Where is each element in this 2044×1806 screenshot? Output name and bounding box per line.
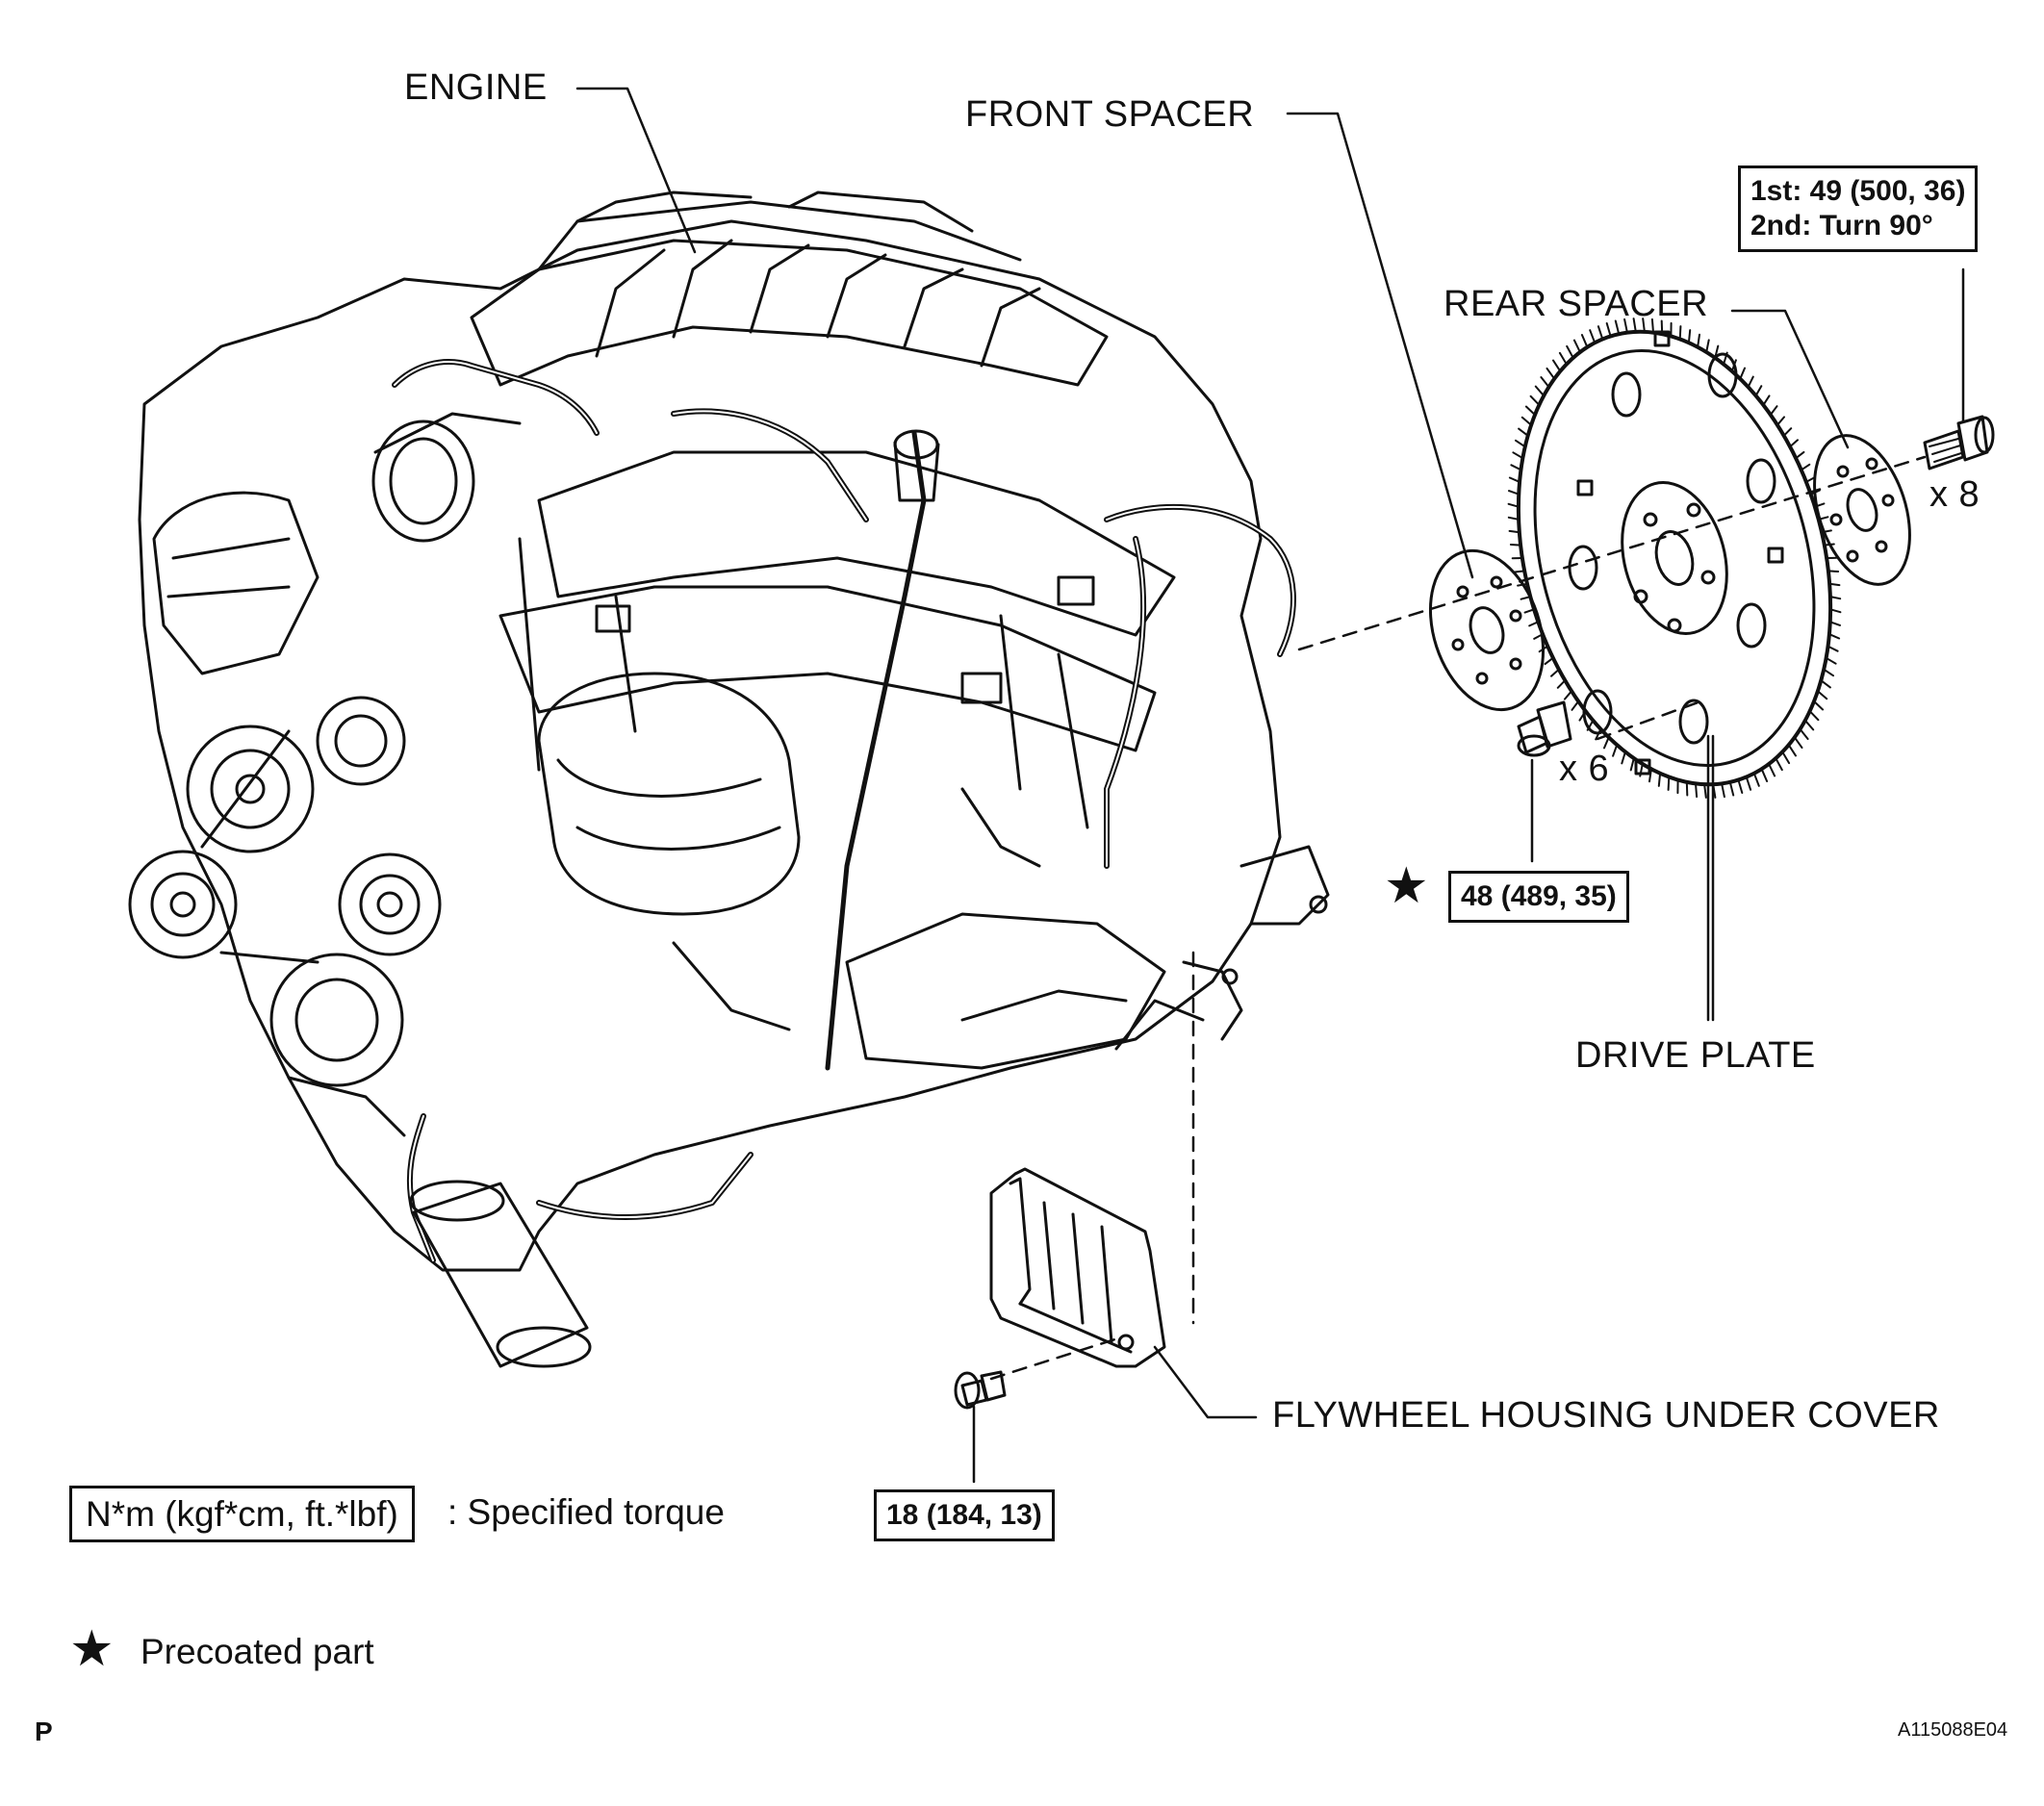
engine-illustration <box>128 191 1330 1368</box>
corner-letter: P <box>35 1717 53 1746</box>
star-icon: ★ <box>1384 857 1429 915</box>
quantity-x6-label: x 6 <box>1559 749 1610 789</box>
rear-spacer-label: REAR SPACER <box>1444 284 1709 324</box>
engine-label: ENGINE <box>404 67 548 108</box>
drive-plate-label: DRIVE PLATE <box>1575 1035 1816 1076</box>
rear-spacer-icon <box>1813 434 1911 586</box>
bolt-torque-box: 1st: 49 (500, 36) 2nd: Turn 90° <box>1738 165 1979 252</box>
flywheel-cover-label: FLYWHEEL HOUSING UNDER COVER <box>1272 1395 1940 1436</box>
drive-plate-icon <box>1507 318 1842 799</box>
flywheel-cover-icon <box>989 1167 1166 1368</box>
front-spacer-label: FRONT SPACER <box>965 94 1255 135</box>
drive-plate-torque-box: 48 (489, 35) <box>1448 871 1629 923</box>
legend-torque-unit-box: N*m (kgf*cm, ft.*lbf) <box>69 1486 415 1542</box>
quantity-x8-label: x 8 <box>1929 474 1980 515</box>
cover-bolt-torque-box: 18 (184, 13) <box>874 1489 1055 1541</box>
legend-precoated-text: Precoated part <box>141 1632 374 1671</box>
bolt-torque-line1: 1st: 49 (500, 36) <box>1750 175 1966 207</box>
legend-torque-text: : Specified torque <box>447 1492 725 1532</box>
figure-id: A115088E04 <box>1898 1719 2008 1741</box>
leader-lines <box>575 87 1965 1484</box>
gear-teeth <box>1507 318 1842 799</box>
legend-star-icon: ★ <box>69 1620 115 1678</box>
bolt-torque-line2: 2nd: Turn 90° <box>1750 210 1933 242</box>
bolt-icon <box>954 415 1995 1410</box>
